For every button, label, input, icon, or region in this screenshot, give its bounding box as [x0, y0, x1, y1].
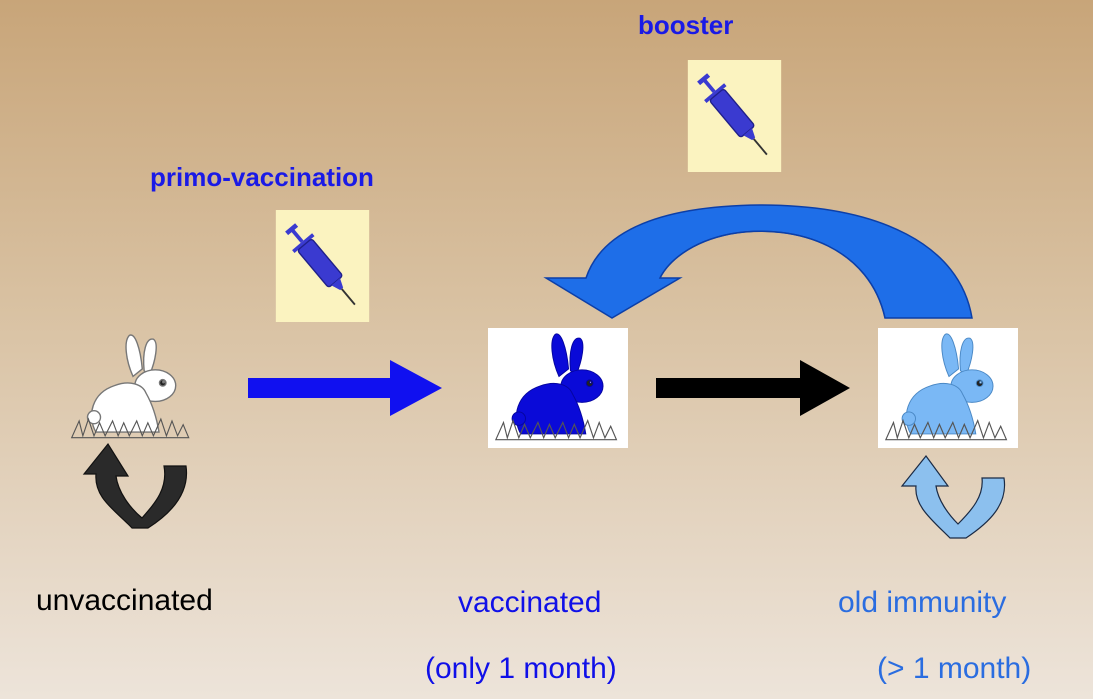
booster-curve-arrow — [546, 205, 972, 318]
cycle-arrow-dark — [84, 444, 187, 528]
unvaccinated-label: unvaccinated — [36, 584, 213, 618]
primo-arrow — [248, 360, 442, 416]
booster-label: booster — [638, 10, 733, 41]
waning-arrow — [656, 360, 850, 416]
old-immunity-duration-label: (> 1 month) — [877, 652, 1031, 686]
rabbit-icon — [72, 335, 189, 438]
vaccinated-label: vaccinated — [458, 586, 601, 620]
vaccinated-duration-label: (only 1 month) — [425, 652, 617, 686]
primo-vaccination-label: primo-vaccination — [150, 162, 374, 193]
syringe-icon — [688, 60, 781, 172]
old-immunity-rabbit-box — [878, 328, 1018, 448]
old-immunity-label: old immunity — [838, 586, 1006, 620]
cycle-arrow-light — [902, 456, 1005, 538]
syringe-icon — [276, 210, 369, 322]
vaccinated-rabbit-box — [488, 328, 628, 448]
